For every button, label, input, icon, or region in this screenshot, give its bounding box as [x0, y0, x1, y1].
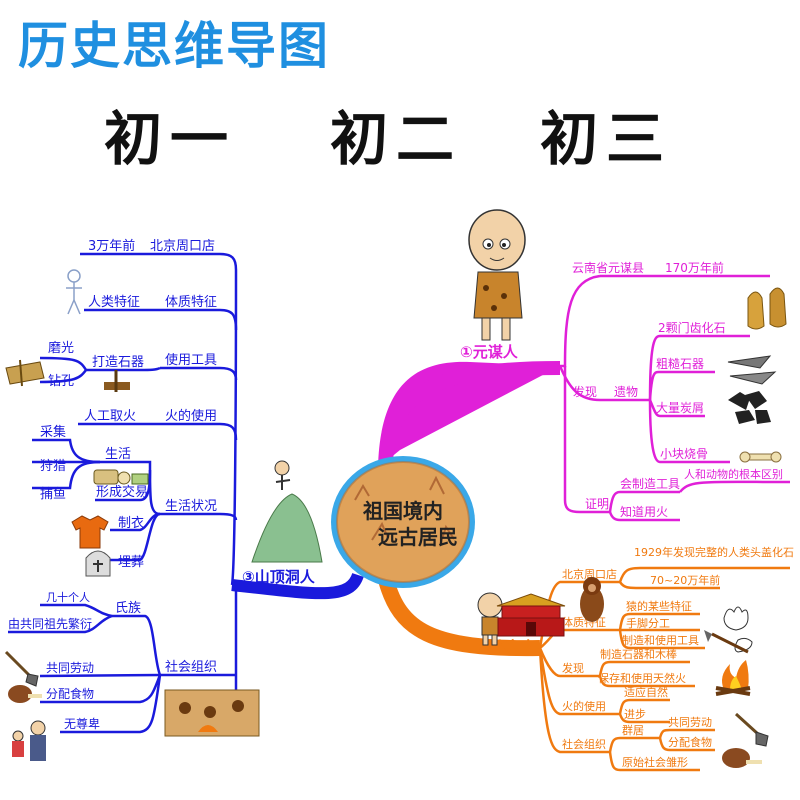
trade-goods-icon — [93, 469, 149, 485]
branch-shanding — [231, 572, 364, 600]
shanding-body-item: 人类特征 — [88, 295, 140, 310]
yuanmou-item-1: 2颗门齿化石 — [658, 320, 726, 335]
shanding-burial: 埋葬 — [118, 555, 144, 570]
shanding-method-2: 钻孔 — [48, 374, 74, 389]
fire-drill-icon — [104, 370, 130, 392]
shanding-life-2: 狩猎 — [40, 459, 66, 474]
family-icon — [12, 720, 46, 761]
beijing-social: 社会组织 — [562, 737, 606, 751]
cave-life-image — [164, 689, 260, 737]
skeleton-icon — [66, 269, 82, 315]
page-title: 历史思维导图 — [18, 17, 330, 75]
shanding-tools-item: 打造石器 — [92, 355, 144, 370]
beijing-discovery: 发现 — [562, 661, 584, 675]
beijing-skull: 1929年发现完整的人类头盖化石 — [634, 545, 794, 559]
meat-icon-left — [8, 685, 42, 703]
shanding-location: 北京周口店 — [150, 239, 215, 254]
shanding-life: 生活状况 — [165, 499, 217, 514]
beijing-social-group: 群居 — [622, 723, 644, 737]
beijing-body-3: 制造和使用工具 — [622, 633, 699, 647]
yuanmou-distinction: 人和动物的根本区别 — [684, 467, 783, 481]
shanding-social-3: 无尊卑 — [64, 716, 100, 731]
yuanmou-title: ①元谋人 — [460, 343, 519, 361]
shanding-time: 3万年前 — [88, 238, 135, 254]
center-line-1: 祖国境内 — [362, 499, 443, 523]
beijing-social-2: 分配食物 — [668, 735, 712, 749]
shovel-icon-left — [4, 650, 39, 687]
shanding-branch — [8, 252, 238, 734]
beijing-caveman-icon — [477, 592, 503, 646]
shanding-social-2: 分配食物 — [46, 686, 94, 701]
yuanmou-caveman-icon — [468, 209, 526, 341]
beijing-fire-1: 适应自然 — [624, 685, 668, 699]
beijing-fire: 火的使用 — [562, 699, 606, 713]
yuanmou-item-4: 小块烧骨 — [660, 447, 708, 461]
beijing-discovery-1: 制造石器和木棒 — [600, 647, 677, 661]
yuanmou-item-3: 大量炭屑 — [656, 401, 704, 415]
tombstone-icon — [85, 550, 111, 577]
beijing-labels: ②北京人 北京周口店 1929年发现完整的人类头盖化石 70~20万年前 体质特… — [478, 545, 794, 769]
yuanmou-proof-1: 会制造工具 — [620, 477, 680, 491]
beijing-fire-2: 进步 — [624, 708, 646, 721]
hand-foot-icon — [723, 606, 753, 653]
ape-icon — [580, 577, 604, 622]
grade-label-2: 初二 — [330, 105, 463, 173]
meat-icon-right — [722, 748, 762, 768]
campfire-icon — [715, 660, 751, 696]
shanding-clothes: 制衣 — [118, 515, 144, 531]
shanding-clan-2: 由共同祖先繁衍 — [8, 616, 92, 631]
shanding-tools: 使用工具 — [165, 352, 217, 368]
shanding-body: 体质特征 — [165, 295, 217, 310]
shanding-clan-1: 几十个人 — [46, 590, 90, 604]
grade-label-3: 初三 — [540, 105, 673, 173]
clothing-icon — [71, 515, 109, 549]
drill-tool-icon — [5, 359, 45, 387]
shanding-title: ③山顶洞人 — [242, 568, 316, 586]
shanding-method-1: 磨光 — [48, 341, 74, 356]
shanding-clan: 氏族 — [115, 600, 141, 616]
axe-icon — [704, 630, 749, 654]
grade-label-1: 初一 — [104, 105, 237, 173]
yuanmou-branch — [558, 274, 791, 522]
yuanmou-location: 云南省元谋县 — [572, 260, 644, 275]
shanding-social: 社会组织 — [165, 659, 217, 675]
mountain-caveman-icon — [251, 460, 323, 563]
branch-yuanmou-arc — [378, 361, 561, 471]
yuanmou-proof-2: 知道用火 — [620, 505, 668, 519]
shanding-life-group: 生活 — [105, 447, 131, 462]
yuanmou-discovery: 发现 — [573, 384, 597, 399]
shanding-labels: ③山顶洞人 3万年前 北京周口店 人类特征 体质特征 使用工具 打造石器 磨光 … — [8, 238, 316, 731]
shanding-social-1: 共同劳动 — [46, 661, 94, 675]
shanding-trade: 形成交易 — [96, 484, 148, 500]
shanding-fire-item: 人工取火 — [84, 409, 136, 424]
charcoal-icon — [728, 391, 771, 424]
beijing-body-1: 猿的某些特征 — [626, 599, 692, 613]
tiananmen-icon — [496, 593, 566, 637]
beijing-social-1: 共同劳动 — [668, 716, 712, 729]
beijing-branch — [538, 566, 790, 772]
yuanmou-labels: ①元谋人 云南省元谋县 170万年前 发现 遗物 2颗门齿化石 粗糙石器 大量炭… — [460, 260, 783, 519]
center-line-2: 远古居民 — [378, 525, 458, 549]
yuanmou-relics: 遗物 — [614, 385, 638, 399]
beijing-time: 70~20万年前 — [650, 573, 720, 587]
center-node: 祖国境内 远古居民 — [331, 456, 475, 588]
beijing-discovery-2: 保存和使用天然火 — [598, 671, 686, 685]
yuanmou-item-2: 粗糙石器 — [656, 357, 704, 371]
stone-tools-icon — [727, 355, 777, 385]
shanding-life-3: 捕鱼 — [40, 486, 66, 502]
shanding-fire: 火的使用 — [165, 408, 217, 424]
shovel-icon-right — [734, 712, 769, 747]
beijing-location: 北京周口店 — [562, 567, 617, 581]
yuanmou-proof: 证明 — [585, 497, 609, 511]
yuanmou-time: 170万年前 — [665, 260, 724, 275]
shanding-life-1: 采集 — [40, 424, 66, 440]
beijing-social-form: 原始社会雏形 — [622, 755, 688, 769]
beijing-body-2: 手脚分工 — [626, 616, 670, 630]
branch-beijing — [378, 577, 541, 657]
burnt-bone-icon — [739, 451, 782, 463]
teeth-fossil-icon — [747, 287, 787, 330]
